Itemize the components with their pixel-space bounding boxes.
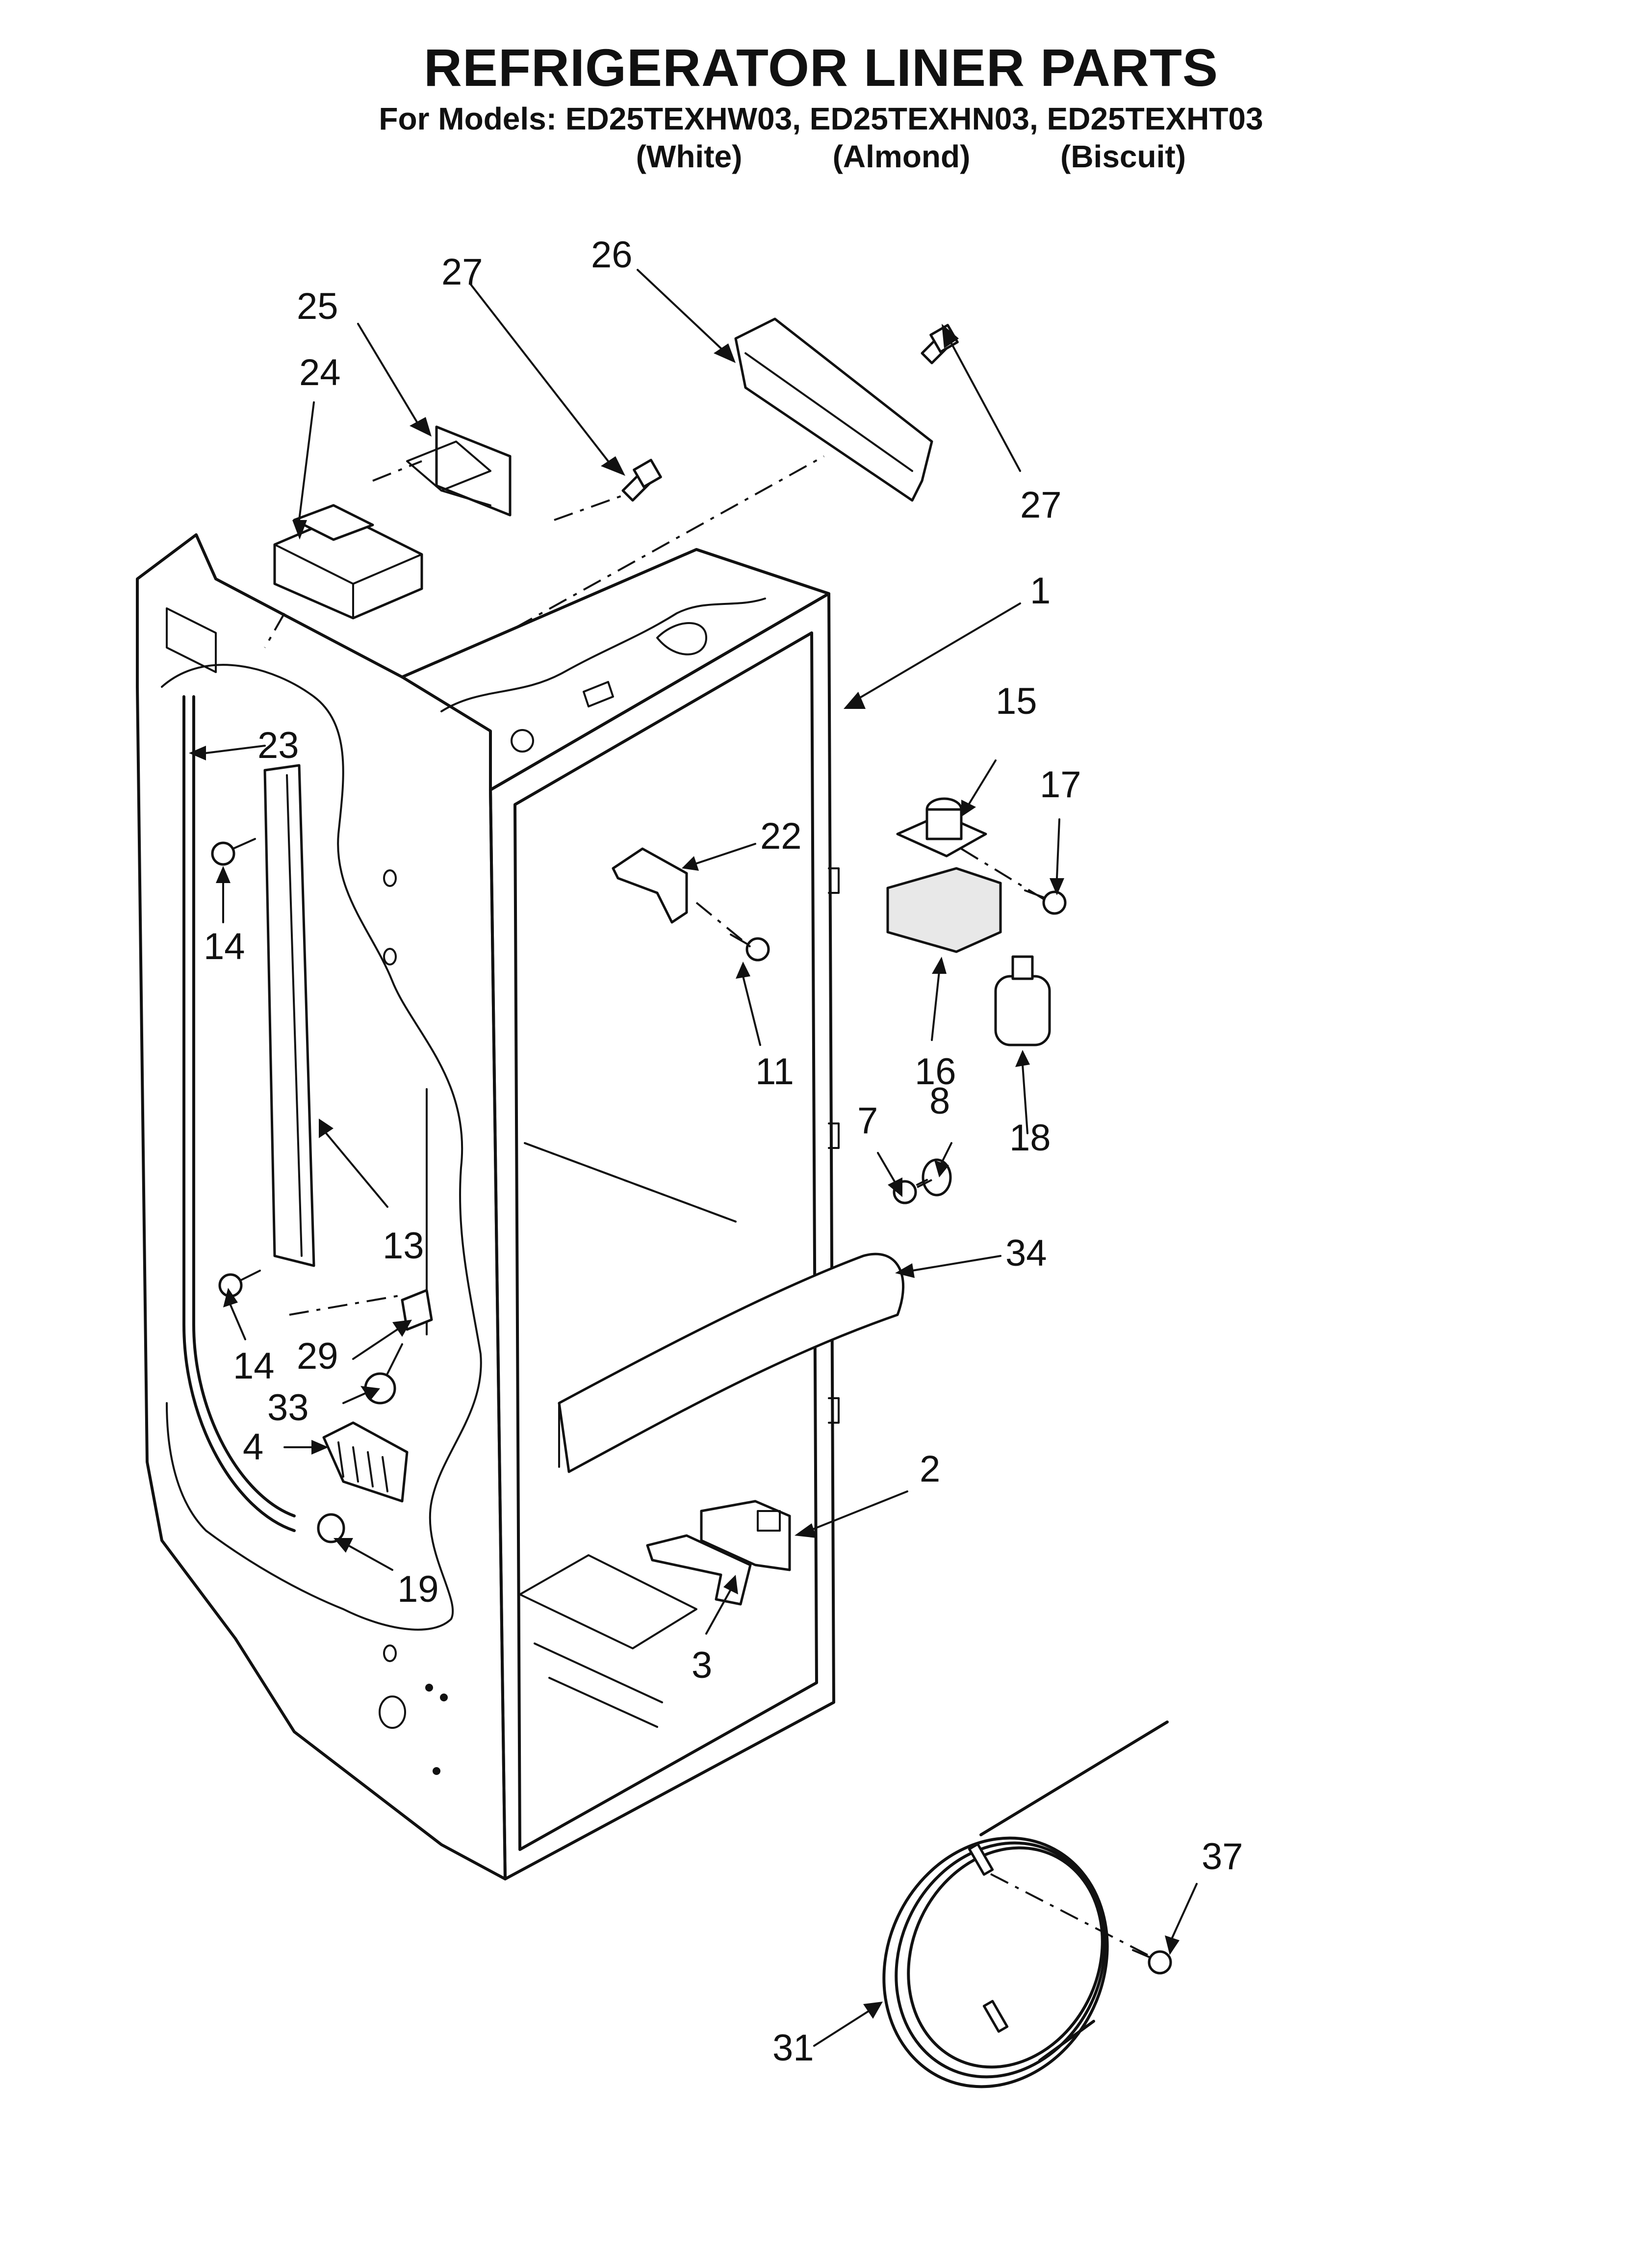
part-26-channel bbox=[734, 317, 933, 502]
callout-23: 23 bbox=[257, 725, 299, 766]
part-27-screw-a bbox=[621, 459, 662, 502]
callout-17: 17 bbox=[1040, 764, 1081, 806]
part-29-clip bbox=[401, 1289, 433, 1331]
callout-33: 33 bbox=[267, 1387, 309, 1429]
liner-assembly bbox=[136, 533, 840, 1880]
variant-white: (White) bbox=[636, 139, 743, 174]
callout-8: 8 bbox=[929, 1080, 950, 1122]
callout-labels: 1 2 3 4 7 8 11 13 14 14 15 16 17 18 19 2… bbox=[204, 234, 1243, 2069]
part-13-strip bbox=[263, 764, 315, 1267]
models-line: For Models: ED25TEXHW03, ED25TEXHN03, ED… bbox=[379, 101, 1263, 136]
part-23-tube bbox=[182, 695, 296, 1532]
callout-3: 3 bbox=[692, 1644, 712, 1686]
part-4-grille bbox=[322, 1421, 409, 1503]
callout-4: 4 bbox=[243, 1426, 263, 1468]
part-19-nut bbox=[317, 1513, 345, 1543]
variant-almond: (Almond) bbox=[832, 139, 971, 174]
callout-11: 11 bbox=[755, 1051, 794, 1093]
callout-27a: 27 bbox=[441, 251, 483, 293]
callout-19: 19 bbox=[397, 1568, 439, 1610]
callout-2: 2 bbox=[920, 1448, 940, 1490]
part-16-cover bbox=[886, 867, 1002, 953]
part-18-filter bbox=[994, 955, 1051, 1046]
callout-14b: 14 bbox=[233, 1345, 275, 1387]
callout-1: 1 bbox=[1030, 570, 1051, 612]
callout-31: 31 bbox=[772, 2027, 814, 2069]
part-25-bracket bbox=[406, 425, 512, 517]
callout-25: 25 bbox=[297, 286, 338, 327]
callout-7: 7 bbox=[857, 1100, 878, 1142]
part-14-screw-a bbox=[211, 838, 256, 866]
callout-18: 18 bbox=[1009, 1117, 1051, 1159]
callout-29: 29 bbox=[297, 1335, 338, 1377]
assembly-lines bbox=[264, 455, 1153, 1958]
page-title: REFRIGERATOR LINER PARTS bbox=[423, 38, 1219, 97]
part-22-bracket bbox=[612, 847, 688, 924]
part-17-screw bbox=[1024, 889, 1067, 915]
part-15-valve bbox=[896, 797, 987, 858]
callout-27b: 27 bbox=[1020, 484, 1062, 526]
callout-14a: 14 bbox=[204, 926, 245, 967]
part-11-screw bbox=[730, 934, 770, 962]
callout-37: 37 bbox=[1202, 1836, 1243, 1877]
callout-16: 16 bbox=[915, 1051, 956, 1093]
callout-34: 34 bbox=[1005, 1232, 1047, 1274]
part-37-screw bbox=[1132, 1949, 1172, 1975]
callout-13: 13 bbox=[383, 1225, 424, 1267]
part-24-control-housing bbox=[273, 504, 423, 620]
part-31-tubing-coil bbox=[882, 1721, 1169, 2088]
part-2-bracket bbox=[700, 1500, 791, 1571]
callout-24: 24 bbox=[299, 352, 341, 393]
callout-15: 15 bbox=[996, 680, 1037, 722]
part-14-screw-b bbox=[218, 1270, 261, 1298]
callout-22: 22 bbox=[760, 815, 802, 857]
leader-lines bbox=[189, 269, 1198, 2047]
variant-biscuit: (Biscuit) bbox=[1060, 139, 1186, 174]
part-34-cover bbox=[558, 1252, 905, 1473]
callout-26: 26 bbox=[591, 234, 633, 276]
